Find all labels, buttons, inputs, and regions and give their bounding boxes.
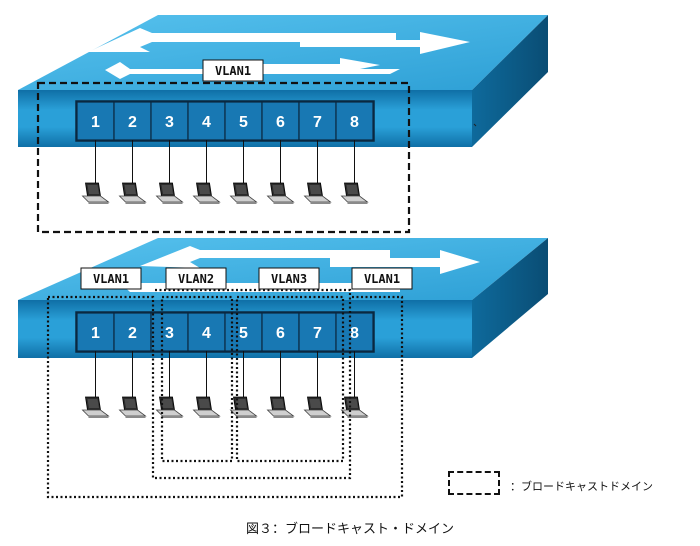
hosts-top	[82, 140, 368, 205]
top-port-number-1: 1	[91, 114, 100, 131]
broadcast-domains-bottom	[46, 288, 404, 499]
vlan-label-top: VLAN1	[215, 64, 251, 78]
vlan-label-bottom-1: VLAN1	[93, 272, 129, 286]
top-laptop-icon-1	[82, 182, 109, 205]
top-laptop-icon-8	[341, 182, 368, 205]
legend-text: ：ブロードキャストドメイン	[510, 480, 653, 493]
bottom-port-6	[261, 312, 300, 352]
top-port-8	[335, 101, 374, 141]
top-port-strip	[75, 100, 375, 142]
vlan-label-bottom-3: VLAN3	[271, 272, 307, 286]
top-laptop-icon-7	[304, 182, 331, 205]
top-laptop-icon-4	[193, 182, 220, 205]
hosts-bottom	[82, 351, 368, 419]
top-port-number-6: 6	[276, 114, 285, 131]
top-port-number-2: 2	[128, 114, 137, 131]
bottom-port-number-2: 2	[128, 325, 137, 342]
top-port-number-3: 3	[165, 114, 174, 131]
switch-bottom-side-face	[472, 238, 548, 358]
bottom-port-number-7: 7	[313, 325, 322, 342]
top-laptop-icon-6	[267, 182, 294, 205]
vlan-label-bottom-4: VLAN1	[364, 272, 400, 286]
port-panel-top: 1 2 3 4 5 6 7 8	[75, 100, 375, 142]
top-laptop-icon-3	[156, 182, 183, 205]
legend-dashed-box	[448, 471, 500, 495]
broadcast-domain-vlan1	[46, 295, 404, 499]
bottom-laptop-icon-2	[119, 396, 146, 419]
bottom-port-number-3: 3	[165, 325, 174, 342]
top-port-number-8: 8	[350, 114, 359, 131]
bottom-port-4	[187, 312, 226, 352]
bottom-laptop-icon-3	[156, 396, 183, 419]
top-port-number-5: 5	[239, 114, 248, 131]
bottom-port-3	[150, 312, 189, 352]
bottom-port-number-1: 1	[91, 325, 100, 342]
bottom-laptop-icon-1	[82, 396, 109, 419]
top-laptop-icon-5	[230, 182, 257, 205]
top-laptop-icon-2	[119, 182, 146, 205]
bottom-laptop-icon-6	[267, 396, 294, 419]
bottom-port-strip	[75, 311, 375, 353]
bottom-port-number-8: 8	[350, 325, 359, 342]
bottom-port-number-4: 4	[202, 325, 211, 342]
bottom-port-7	[298, 312, 337, 352]
vlan-label-bottom-2: VLAN2	[178, 272, 214, 286]
top-port-number-7: 7	[313, 114, 322, 131]
broadcast-domain-top	[36, 81, 411, 234]
switch-top-side-face	[472, 15, 548, 147]
bottom-port-1	[76, 312, 115, 352]
top-port-6	[261, 101, 300, 141]
vlan-labels-bottom: VLAN1 VLAN2 VLAN3 VLAN1	[80, 267, 413, 290]
bottom-port-number-6: 6	[276, 325, 285, 342]
vlan-label-top-box	[202, 59, 264, 82]
broadcast-domain-vlan-group	[155, 288, 352, 297]
switch-top-top-face	[18, 15, 548, 90]
bottom-port-number-5: 5	[239, 325, 248, 342]
bottom-laptop-icon-5	[230, 396, 257, 419]
bottom-laptop-icon-4	[193, 396, 220, 419]
bottom-laptop-icon-7	[304, 396, 331, 419]
port-panel-bottom: 1 2 3 4 5 6 7 8	[75, 311, 375, 353]
figure-caption: 図３：ブロードキャスト・ドメイン	[245, 522, 454, 537]
bottom-laptop-icon-8	[341, 396, 368, 419]
top-port-number-4: 4	[202, 114, 211, 131]
